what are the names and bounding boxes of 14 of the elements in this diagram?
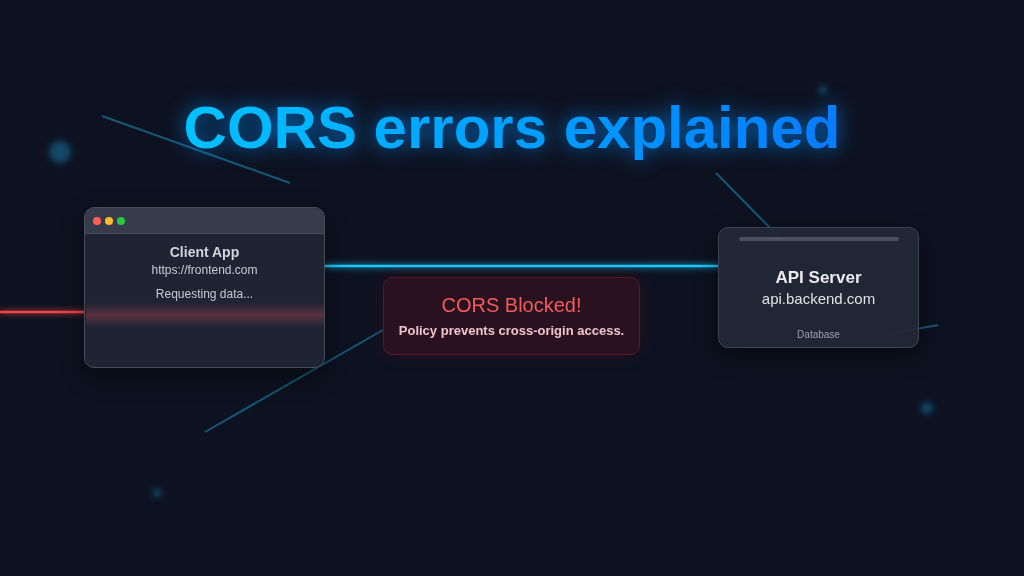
error-box xyxy=(383,277,640,355)
server-name: API Server xyxy=(775,268,862,288)
error-title: CORS Blocked! xyxy=(441,293,582,317)
status-text: Requesting data... xyxy=(155,286,254,302)
url-text: https://frontend.com xyxy=(151,262,258,278)
window-title: Client App xyxy=(169,243,240,261)
database-label: Database xyxy=(797,329,840,341)
connector-line xyxy=(0,310,84,314)
connector-line xyxy=(325,264,718,268)
server-card xyxy=(718,227,919,348)
browser-window xyxy=(84,207,325,368)
server-host: api.backend.com xyxy=(761,290,876,308)
error-message: Policy prevents cross-origin access. xyxy=(398,323,625,339)
glow-band xyxy=(86,303,324,327)
